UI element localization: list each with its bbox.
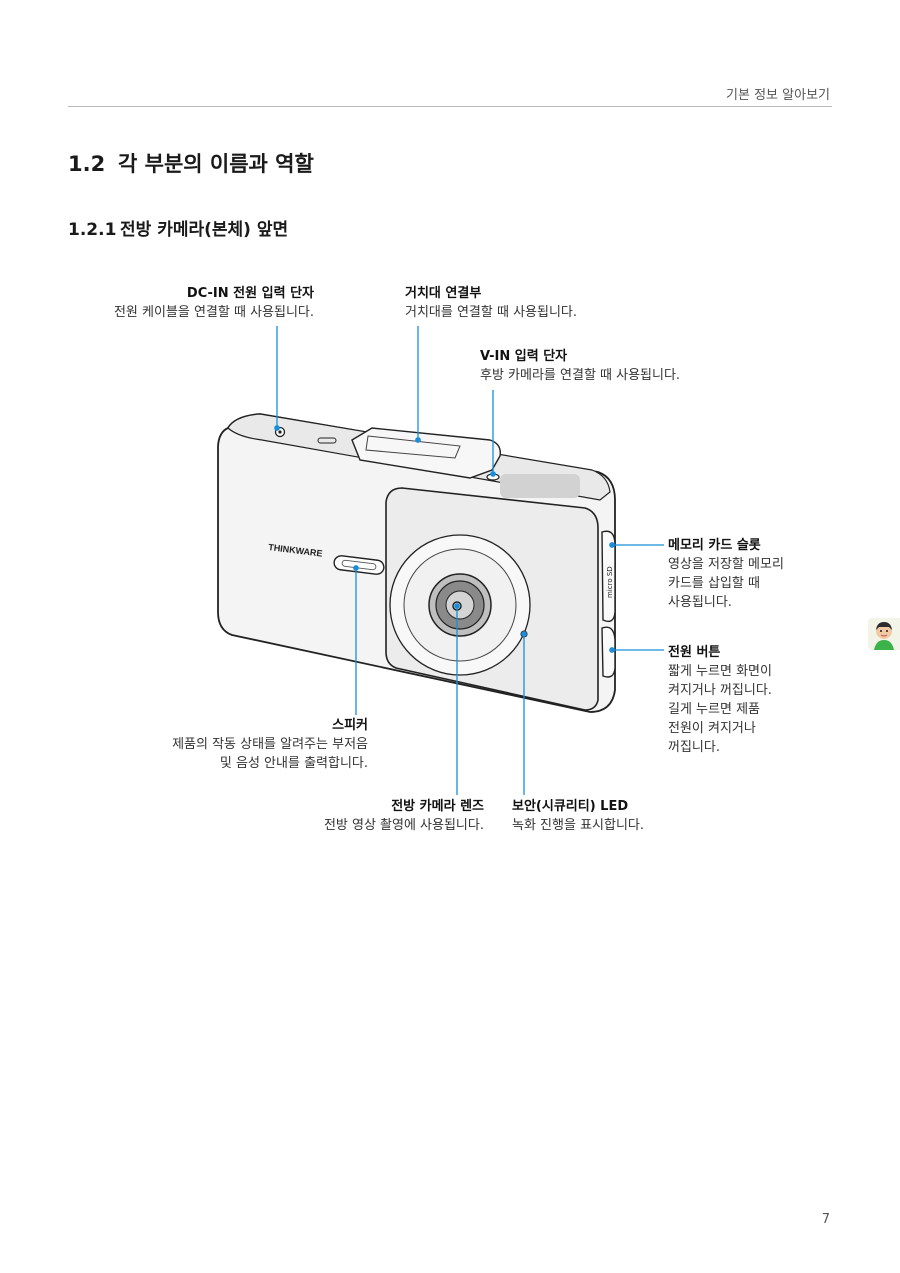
- callout-power-button-title: 전원 버튼: [668, 645, 721, 660]
- callout-power-button-line4: 전원이 켜지거나: [668, 721, 756, 736]
- section-title: 각 부분의 이름과 역할: [118, 152, 314, 176]
- subsection-number: 1.2.1: [68, 220, 117, 240]
- avatar[interactable]: [868, 618, 900, 650]
- card-label-print: micro SD: [606, 566, 614, 598]
- callout-led-desc: 녹화 진행을 표시합니다.: [512, 818, 644, 833]
- callout-power-button-line1: 짧게 누르면 화면이: [668, 664, 772, 679]
- memory-card-slot: [601, 530, 616, 623]
- callout-lens-desc: 전방 영상 촬영에 사용됩니다.: [323, 818, 484, 833]
- callout-v-in: V-IN 입력 단자 후방 카메라를 연결할 때 사용됩니다.: [480, 347, 760, 385]
- callout-speaker-line2: 및 음성 안내를 출력합니다.: [219, 756, 368, 771]
- callout-memory-slot-line1: 영상을 저장할 메모리: [668, 557, 784, 572]
- callout-lens: 전방 카메라 렌즈 전방 영상 촬영에 사용됩니다.: [250, 797, 484, 835]
- callout-led: 보안(시큐리티) LED 녹화 진행을 표시합니다.: [512, 797, 752, 835]
- top-vent: [500, 474, 580, 498]
- callout-power-button-line3: 길게 누르면 제품: [668, 702, 760, 717]
- callout-power-button-line2: 켜지거나 꺼집니다.: [668, 683, 772, 698]
- mount-bracket: [351, 427, 501, 479]
- callout-dc-in-title: DC-IN 전원 입력 단자: [186, 286, 314, 301]
- callout-mount-desc: 거치대를 연결할 때 사용됩니다.: [405, 305, 578, 320]
- subsection-title: 전방 카메라(본체) 앞면: [120, 220, 289, 240]
- callout-memory-slot: 메모리 카드 슬롯 영상을 저장할 메모리 카드를 삽입할 때 사용됩니다.: [668, 536, 828, 612]
- section-number: 1.2: [68, 152, 106, 176]
- callout-mount: 거치대 연결부 거치대를 연결할 때 사용됩니다.: [405, 284, 665, 322]
- avatar-icon: [874, 622, 894, 650]
- callout-memory-slot-line2: 카드를 삽입할 때: [668, 576, 760, 591]
- callout-dc-in-desc: 전원 케이블을 연결할 때 사용됩니다.: [113, 305, 314, 320]
- page-number: 7: [821, 1212, 830, 1227]
- callout-speaker-title: 스피커: [332, 718, 368, 733]
- callout-led-title: 보안(시큐리티) LED: [512, 799, 629, 814]
- running-header: 기본 정보 알아보기: [726, 88, 830, 103]
- callout-speaker-line1: 제품의 작동 상태를 알려주는 부저음: [172, 737, 368, 752]
- callout-memory-slot-title: 메모리 카드 슬롯: [668, 538, 761, 553]
- callout-dc-in: DC-IN 전원 입력 단자 전원 케이블을 연결할 때 사용됩니다.: [60, 284, 314, 322]
- callout-v-in-title: V-IN 입력 단자: [480, 349, 568, 364]
- dashcam-diagram: THINKWARE micro SD: [217, 326, 664, 795]
- callout-speaker: 스피커 제품의 작동 상태를 알려주는 부저음 및 음성 안내를 출력합니다.: [110, 716, 368, 773]
- callout-v-in-desc: 후방 카메라를 연결할 때 사용됩니다.: [480, 368, 681, 383]
- callout-lines: [274, 326, 664, 795]
- callout-power-button: 전원 버튼 짧게 누르면 화면이 켜지거나 꺼집니다. 길게 누르면 제품 전원…: [668, 643, 828, 757]
- section-heading: 1.2 각 부분의 이름과 역할: [68, 148, 314, 178]
- callout-memory-slot-line3: 사용됩니다.: [668, 595, 732, 610]
- callout-power-button-line5: 꺼집니다.: [668, 740, 720, 755]
- callout-lens-title: 전방 카메라 렌즈: [391, 799, 484, 814]
- callout-mount-title: 거치대 연결부: [405, 286, 482, 301]
- header-divider: [68, 106, 832, 107]
- power-button: [601, 626, 616, 678]
